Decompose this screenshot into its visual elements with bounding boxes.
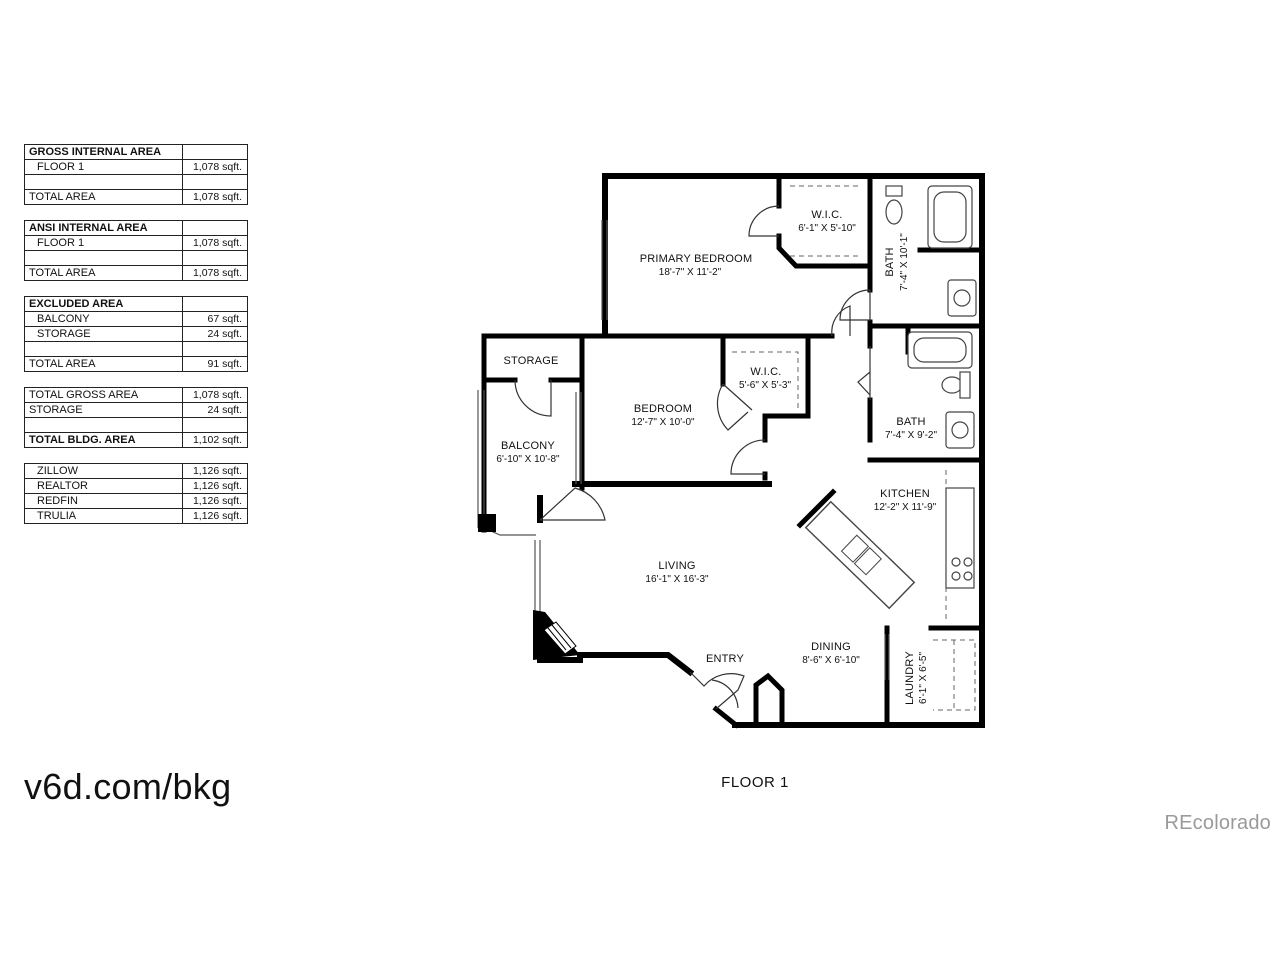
area-value: 1,078 sqft. <box>182 265 248 281</box>
room-laundry-dims: 6'-1" X 6'-5" <box>918 652 929 705</box>
room-laundry-name: LAUNDRY <box>904 651 916 705</box>
fireplace <box>543 621 577 655</box>
area-label: TOTAL AREA <box>24 265 183 281</box>
area-label: TOTAL AREA <box>24 356 183 372</box>
area-label: TRULIA <box>24 508 183 524</box>
area-value: 1,102 sqft. <box>182 432 248 448</box>
area-value: 1,078 sqft. <box>182 189 248 205</box>
room-wic-bedroom-name: W.I.C. <box>750 366 781 378</box>
room-entry-name: ENTRY <box>706 653 745 665</box>
interior-walls <box>481 173 985 729</box>
floor-label: FLOOR 1 <box>721 774 789 791</box>
area-value: 1,078 sqft. <box>182 235 248 251</box>
room-bath-primary-name: BATH <box>884 247 896 276</box>
room-kitchen-dims: 12'-2" X 11'-9" <box>874 502 937 513</box>
room-primary-bedroom-dims: 18'-7" X 11'-2" <box>659 267 722 278</box>
room-bath-second-dims: 7'-4" X 9'-2" <box>885 430 938 441</box>
exterior-walls <box>537 173 985 728</box>
watermark: REcolorado <box>1164 812 1271 834</box>
area-label: TOTAL AREA <box>24 189 183 205</box>
room-living-dims: 16'-1" X 16'-3" <box>645 574 709 585</box>
room-labels: PRIMARY BEDROOM 18'-7" X 11'-2" W.I.C. 6… <box>496 209 937 705</box>
kitchen-island <box>804 500 916 610</box>
room-storage-name: STORAGE <box>504 355 559 367</box>
room-wic-primary-name: W.I.C. <box>811 209 842 221</box>
room-dining-dims: 8'-6" X 6'-10" <box>802 655 860 666</box>
fixtures <box>885 185 977 589</box>
area-table-row <box>24 250 248 266</box>
room-dining-name: DINING <box>811 641 851 653</box>
room-living-name: LIVING <box>658 560 695 572</box>
room-primary-bedroom-name: PRIMARY BEDROOM <box>640 253 753 265</box>
area-value: 1,126 sqft. <box>182 478 248 494</box>
room-bedroom-dims: 12'-7" X 10'-0" <box>631 417 695 428</box>
room-wic-bedroom-dims: 5'-6" X 5'-3" <box>739 380 792 391</box>
room-balcony-dims: 6'-10" X 10'-8" <box>496 454 560 465</box>
room-bedroom-name: BEDROOM <box>634 403 692 415</box>
site-url[interactable]: v6d.com/bkg <box>24 766 232 807</box>
area-table-row <box>24 174 248 190</box>
area-label: STORAGE <box>24 402 183 418</box>
room-bath-primary-dims: 7'-4" X 10'-1" <box>899 233 910 291</box>
room-balcony-name: BALCONY <box>501 440 555 452</box>
room-wic-primary-dims: 6'-1" X 5'-10" <box>798 223 856 234</box>
room-bath-second-name: BATH <box>896 416 925 428</box>
room-kitchen-name: KITCHEN <box>880 488 930 500</box>
door-swings <box>514 205 871 710</box>
area-value: 1,126 sqft. <box>182 508 248 524</box>
area-value: 91 sqft. <box>182 356 248 372</box>
area-label: TOTAL GROSS AREA <box>24 387 183 403</box>
area-value: 24 sqft. <box>182 326 248 342</box>
